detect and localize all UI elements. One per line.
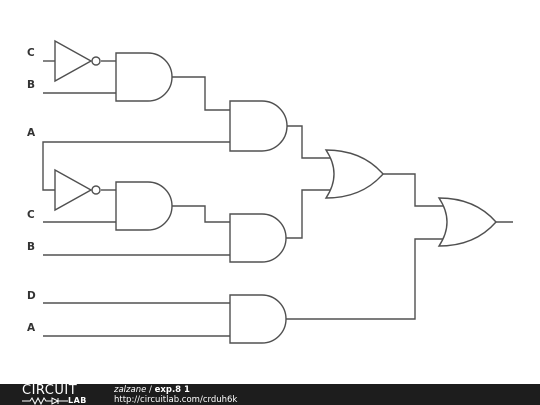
footer-bar: CIRCUIT LAB zalzane / exp.8 1 http://cir… bbox=[0, 384, 540, 405]
logo-text-circuit: CIRCUIT bbox=[22, 383, 78, 398]
input-label-b-bottom: B bbox=[27, 241, 35, 253]
circuit-url[interactable]: http://circuitlab.com/crduh6k bbox=[114, 395, 238, 405]
input-label-d: D bbox=[27, 290, 36, 302]
and-gate-4 bbox=[229, 213, 287, 263]
and-gate-3 bbox=[115, 181, 173, 231]
circuit-meta: zalzane / exp.8 1 http://circuitlab.com/… bbox=[114, 385, 237, 405]
and-gate-2 bbox=[229, 100, 288, 152]
or-gate-1 bbox=[324, 149, 384, 199]
or-gate-2 bbox=[437, 197, 497, 247]
resistor-wave-icon bbox=[22, 397, 68, 405]
wires bbox=[42, 60, 513, 337]
not-gate-2 bbox=[54, 168, 101, 212]
not-gate-1 bbox=[54, 39, 101, 83]
logo-text-lab: LAB bbox=[68, 396, 87, 405]
circuitlab-logo[interactable]: CIRCUIT LAB bbox=[22, 384, 102, 405]
circuit-diagram: C B A C B D A bbox=[27, 39, 513, 344]
input-label-c-top: C bbox=[27, 47, 35, 59]
author-name[interactable]: zalzane bbox=[114, 385, 147, 395]
title-separator: / bbox=[146, 385, 155, 395]
and-gate-5 bbox=[229, 294, 287, 344]
and-gate-1 bbox=[115, 52, 173, 102]
input-label-b-top: B bbox=[27, 79, 35, 91]
circuit-title[interactable]: exp.8 1 bbox=[154, 385, 190, 395]
input-label-a-bottom: A bbox=[27, 322, 36, 334]
input-label-c-bottom: C bbox=[27, 209, 35, 221]
input-label-a-top: A bbox=[27, 127, 36, 139]
